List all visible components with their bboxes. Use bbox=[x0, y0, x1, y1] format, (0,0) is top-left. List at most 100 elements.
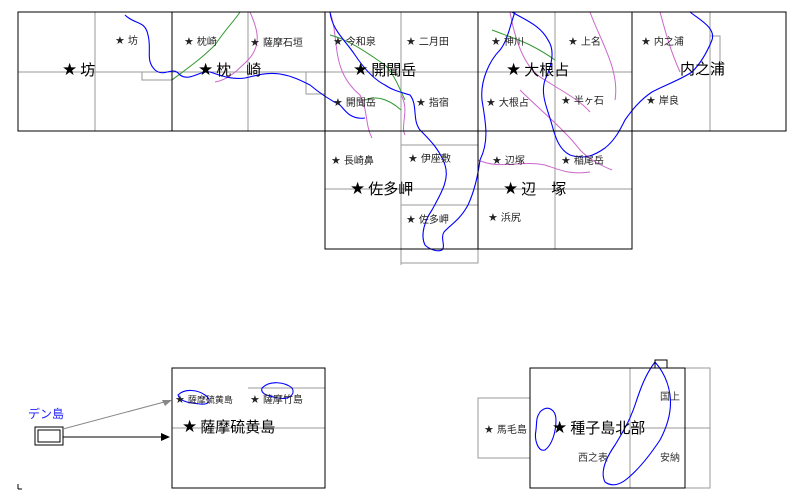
label-uchinoura: 内之浦 bbox=[680, 62, 725, 77]
star-icon: ★ bbox=[333, 35, 343, 48]
sublabel-makurazaki-text: 枕崎 bbox=[196, 37, 217, 48]
sublabel-kamimyo: ★上名 bbox=[568, 36, 601, 48]
sublabel-hetsuka-text: 辺塚 bbox=[504, 156, 525, 167]
sublabel-satsuma-takeshima: ★薩摩竹島 bbox=[250, 394, 303, 406]
star-icon: ★ bbox=[406, 35, 416, 48]
sublabel-uchinoura: ★内之浦 bbox=[641, 36, 684, 48]
boundary-lines-green bbox=[171, 11, 556, 111]
sublabel-onejime-text: 大根占 bbox=[498, 98, 529, 109]
star-icon: ★ bbox=[198, 60, 214, 80]
inset-label-den-island: デン島 bbox=[28, 408, 64, 420]
label-satamisaki-text: 佐多岬 bbox=[368, 180, 414, 198]
label-kaimondake: ★開聞岳 bbox=[353, 62, 416, 79]
sublabel-izashiki-text: 伊座敷 bbox=[420, 154, 451, 165]
star-icon: ★ bbox=[552, 418, 568, 438]
label-satsuma-iwojima: ★薩摩硫黄島 bbox=[182, 419, 275, 436]
sublabel-satamisaki: ★佐多岬 bbox=[406, 214, 449, 226]
label-satamisaki: ★佐多岬 bbox=[350, 181, 413, 198]
star-icon: ★ bbox=[641, 35, 651, 48]
plain-label-kunigami-text: 国上 bbox=[660, 392, 680, 403]
sublabel-ibusuki-text: 指宿 bbox=[428, 98, 449, 109]
sublabel-imaizumi: ★今和泉 bbox=[333, 36, 376, 48]
plain-label-nishinoomote-text: 西之表 bbox=[578, 453, 608, 464]
sublabel-satamisaki-text: 佐多岬 bbox=[418, 215, 449, 226]
map-frames bbox=[17, 11, 787, 489]
star-icon: ★ bbox=[646, 94, 656, 107]
sublabel-mageshima-text: 馬毛島 bbox=[496, 425, 527, 436]
star-icon: ★ bbox=[350, 179, 366, 199]
star-icon: ★ bbox=[492, 154, 502, 167]
star-icon: ★ bbox=[115, 34, 125, 47]
sublabel-hangaishi: ★半ヶ石 bbox=[561, 95, 604, 107]
label-tanegashima-north: ★種子島北部 bbox=[552, 420, 645, 437]
sublabel-hangaishi-text: 半ヶ石 bbox=[573, 96, 604, 107]
sublabel-kamimyo-text: 上名 bbox=[580, 37, 601, 48]
label-satsuma-iwojima-text: 薩摩硫黄島 bbox=[200, 418, 276, 436]
star-icon: ★ bbox=[408, 152, 418, 165]
boundary-lines-pink bbox=[214, 11, 681, 174]
sublabel-satsuma-ishigaki: ★薩摩石垣 bbox=[250, 37, 303, 49]
star-icon: ★ bbox=[406, 213, 416, 226]
plain-label-nishinoomote: 西之表 bbox=[578, 454, 608, 464]
star-icon: ★ bbox=[175, 393, 185, 406]
star-icon: ★ bbox=[353, 60, 369, 80]
sublabel-uchinoura-text: 内之浦 bbox=[653, 37, 684, 48]
star-icon: ★ bbox=[503, 179, 519, 199]
star-icon: ★ bbox=[184, 35, 194, 48]
sublabel-kaimondake-text: 開聞岳 bbox=[345, 98, 376, 109]
sublabel-onejime: ★大根占 bbox=[486, 97, 529, 109]
label-onejime: ★大根占 bbox=[506, 62, 569, 79]
sublabel-ibusuki: ★指宿 bbox=[416, 97, 449, 109]
sublabel-satsuma-iwojima: ★薩摩硫黄島 bbox=[175, 394, 233, 406]
sublabel-bo: ★坊 bbox=[115, 35, 138, 47]
sublabel-imaizumi-text: 今和泉 bbox=[345, 37, 376, 48]
plain-label-kunigami: 国上 bbox=[660, 393, 680, 403]
label-bo: ★坊 bbox=[62, 62, 95, 79]
sublabel-hamajiri: ★浜尻 bbox=[488, 212, 521, 224]
star-icon: ★ bbox=[333, 96, 343, 109]
sublabel-makurazaki: ★枕崎 bbox=[184, 36, 217, 48]
coastline bbox=[124, 11, 714, 486]
sublabel-bo-text: 坊 bbox=[127, 36, 138, 47]
label-kaimondake-text: 開聞岳 bbox=[371, 61, 417, 79]
star-icon: ★ bbox=[250, 393, 260, 406]
star-icon: ★ bbox=[561, 154, 571, 167]
sublabel-izashiki: ★伊座敷 bbox=[408, 153, 451, 165]
sublabel-kaimondake: ★開聞岳 bbox=[333, 97, 376, 109]
sublabel-kishira: ★岸良 bbox=[646, 95, 679, 107]
label-bo-text: 坊 bbox=[80, 61, 96, 79]
star-icon: ★ bbox=[331, 154, 341, 167]
plain-label-anno-text: 安納 bbox=[660, 453, 680, 464]
sublabel-mageshima: ★馬毛島 bbox=[484, 424, 527, 436]
inset-label-den-island-text: デン島 bbox=[28, 407, 65, 421]
star-icon: ★ bbox=[62, 60, 78, 80]
sublabel-nagasakibana-text: 長崎鼻 bbox=[343, 156, 374, 167]
sublabel-kamikawa-text: 神川 bbox=[503, 37, 524, 48]
star-icon: ★ bbox=[182, 417, 198, 437]
label-tanegashima-north-text: 種子島北部 bbox=[570, 419, 646, 437]
label-uchinoura-text: 内之浦 bbox=[680, 60, 726, 78]
label-onejime-text: 大根占 bbox=[524, 61, 570, 79]
sublabel-kamikawa: ★神川 bbox=[491, 36, 524, 48]
inset-pointer bbox=[17, 400, 172, 490]
star-icon: ★ bbox=[486, 96, 496, 109]
sublabel-nigatsuden-text: 二月田 bbox=[418, 37, 449, 48]
star-icon: ★ bbox=[250, 36, 260, 49]
sublabel-satsuma-iwojima-text: 薩摩硫黄島 bbox=[187, 396, 233, 406]
sublabel-hamajiri-text: 浜尻 bbox=[500, 213, 521, 224]
star-icon: ★ bbox=[484, 423, 494, 436]
label-makurazaki-text: 枕 崎 bbox=[216, 61, 262, 79]
star-icon: ★ bbox=[506, 60, 522, 80]
plain-label-anno: 安納 bbox=[660, 454, 680, 464]
label-hetsuka-text: 辺 塚 bbox=[521, 180, 567, 198]
sublabel-satsuma-ishigaki-text: 薩摩石垣 bbox=[262, 38, 303, 49]
star-icon: ★ bbox=[568, 35, 578, 48]
star-icon: ★ bbox=[416, 96, 426, 109]
sublabel-nagasakibana: ★長崎鼻 bbox=[331, 155, 374, 167]
sublabel-inaodake-text: 稲尾岳 bbox=[573, 156, 604, 167]
map-subgrid bbox=[18, 12, 721, 489]
sublabel-hetsuka: ★辺塚 bbox=[492, 155, 525, 167]
star-icon: ★ bbox=[488, 211, 498, 224]
sublabel-satsuma-takeshima-text: 薩摩竹島 bbox=[262, 395, 303, 406]
